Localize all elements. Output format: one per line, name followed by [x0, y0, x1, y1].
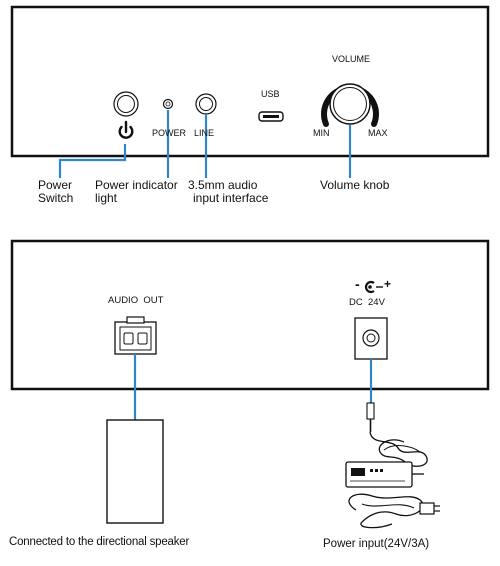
power-indicator-callout: Power indicator light — [95, 178, 178, 206]
power-switch — [113, 91, 139, 117]
power-label: POWER — [152, 128, 187, 138]
audio-out-connector — [114, 316, 157, 355]
power-switch-callout: Power Switch — [38, 178, 74, 206]
audio-input-callout-line1: 3.5mm audio — [188, 178, 258, 192]
power-input-caption: Power input(24V/3A) — [323, 538, 430, 550]
speaker-caption: Connected to the directional speaker — [9, 536, 190, 548]
dc-power-jack — [354, 317, 388, 360]
power-switch-callout-line — [58, 144, 127, 178]
rear-panel — [10, 239, 490, 391]
audio-input-callout-line2: input interface — [193, 191, 269, 206]
usb-port — [258, 111, 284, 122]
front-panel — [10, 5, 490, 158]
polarity-minus: - — [355, 276, 360, 292]
dc-polarity-icon — [364, 280, 383, 294]
dc-rating-label: DC 24V — [349, 297, 385, 308]
usb-label: USB — [261, 89, 280, 99]
power-indicator-light — [162, 98, 174, 110]
polarity-plus: + — [384, 277, 392, 291]
volume-knob — [321, 83, 379, 127]
audio-input-callout: 3.5mm audio input interface — [188, 178, 269, 206]
volume-knob-callout: Volume knob — [320, 178, 390, 192]
callout-lines-front — [58, 110, 352, 178]
callout-lines-rear — [133, 354, 373, 420]
power-adapter — [345, 402, 440, 529]
power-icon — [118, 120, 134, 139]
line-label: LINE — [194, 128, 215, 138]
line-input-jack — [195, 93, 217, 115]
min-label: MIN — [313, 128, 330, 138]
volume-label: VOLUME — [332, 54, 371, 64]
audio-out-label: AUDIO OUT — [108, 295, 164, 306]
ac-plug-icon — [419, 502, 435, 515]
power-switch-callout-line2: Switch — [38, 191, 74, 206]
directional-speaker — [106, 419, 164, 524]
power-indicator-callout-line2: light — [95, 191, 118, 206]
max-label: MAX — [368, 128, 388, 138]
power-indicator-callout-line1: Power indicator — [95, 178, 178, 192]
dc-plug-icon — [366, 402, 375, 420]
power-switch-callout-line1: Power — [38, 178, 73, 192]
